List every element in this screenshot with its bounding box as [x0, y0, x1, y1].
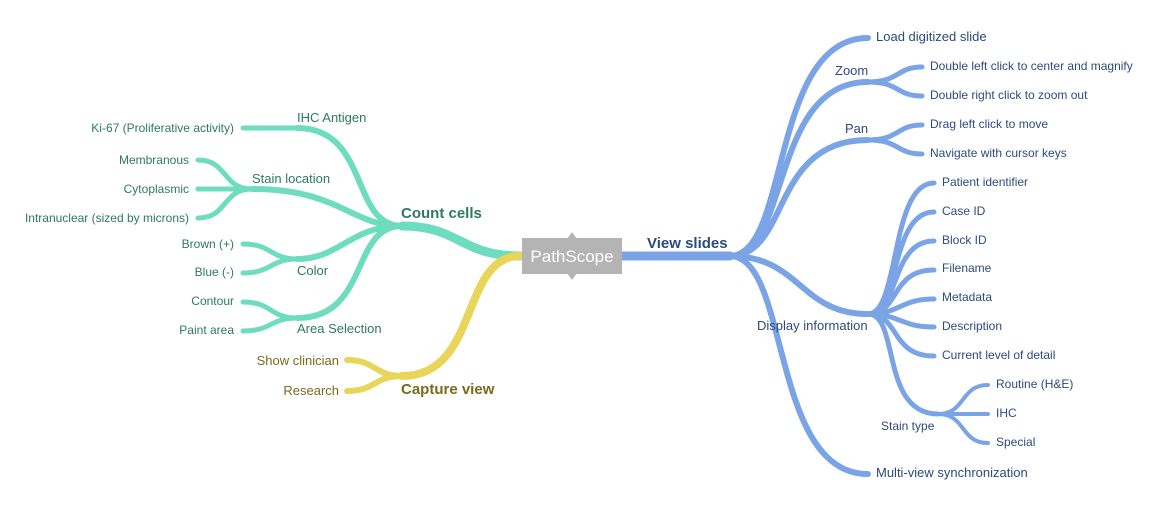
color-item-2[interactable]: Blue (-) — [195, 265, 234, 279]
capture-view-title[interactable]: Capture view — [401, 381, 495, 398]
display-item-7[interactable]: Current level of detail — [942, 348, 1055, 362]
stain-type-item-1[interactable]: Routine (H&E) — [996, 377, 1073, 391]
area-item-2[interactable]: Paint area — [179, 323, 234, 337]
connector-stain-type — [865, 311, 941, 417]
capture-view-branch — [344, 252, 524, 394]
area-item-1[interactable]: Contour — [191, 294, 234, 308]
stain-type-label[interactable]: Stain type — [881, 419, 935, 433]
color-item-1[interactable]: Brown (+) — [182, 237, 234, 251]
capture-item-1[interactable]: Show clinician — [257, 353, 339, 368]
stain-location-item-2[interactable]: Cytoplasmic — [124, 182, 189, 196]
connector-area-item-1 — [240, 299, 300, 321]
view-slides-title[interactable]: View slides — [647, 235, 728, 252]
display-item-2[interactable]: Case ID — [942, 204, 986, 218]
view-slides-branch — [617, 35, 990, 477]
pan-item-1[interactable]: Drag left click to move — [930, 117, 1048, 131]
zoom-item-2[interactable]: Double right click to zoom out — [930, 88, 1088, 102]
connector-stain-location — [249, 186, 405, 229]
connector-display-info — [727, 253, 871, 317]
center-node-label: PathScope — [530, 247, 613, 266]
center-node-box — [522, 238, 622, 274]
color-label[interactable]: Color — [297, 263, 329, 278]
capture-item-2[interactable]: Research — [283, 383, 339, 398]
connector-stain-type-item-3 — [936, 412, 990, 445]
connector-stain-type-item-1 — [936, 383, 990, 416]
connector-sync — [727, 253, 871, 477]
zoom-item-1[interactable]: Double left click to center and magnify — [930, 59, 1133, 73]
center-node-marker-top — [567, 232, 577, 239]
ihc-antigen-label[interactable]: IHC Antigen — [297, 110, 366, 125]
connector-capture-item-2 — [344, 373, 405, 394]
display-item-6[interactable]: Description — [942, 319, 1002, 333]
display-item-1[interactable]: Patient identifier — [942, 175, 1028, 189]
center-node[interactable]: PathScope — [522, 232, 622, 280]
stain-location-item-3[interactable]: Intranuclear (sized by microns) — [25, 211, 189, 225]
pan-label[interactable]: Pan — [845, 121, 868, 136]
load-slide-label[interactable]: Load digitized slide — [876, 29, 987, 44]
connector-zoom-item-2 — [865, 79, 925, 99]
count-cells-title[interactable]: Count cells — [401, 205, 482, 222]
connector-pan-item-2 — [865, 137, 925, 157]
connector-center-count-cells — [397, 221, 525, 261]
connector-stain-location-item-1 — [195, 157, 255, 192]
display-item-4[interactable]: Filename — [942, 261, 992, 275]
connector-pan — [727, 137, 871, 259]
count-cells-branch — [195, 125, 525, 334]
connector-zoom-item-1 — [865, 64, 925, 85]
pan-item-2[interactable]: Navigate with cursor keys — [930, 146, 1067, 160]
connector-color-item-2 — [240, 256, 300, 276]
display-info-label[interactable]: Display information — [757, 318, 868, 333]
connector-area-selection — [294, 223, 405, 321]
center-node-marker-bottom — [567, 273, 577, 280]
connector-color-item-1 — [240, 241, 300, 262]
area-selection-label[interactable]: Area Selection — [297, 321, 382, 336]
sync-label[interactable]: Multi-view synchronization — [876, 465, 1028, 480]
connector-area-item-2 — [240, 315, 300, 334]
stain-type-item-3[interactable]: Special — [996, 435, 1035, 449]
connector-center-capture-view — [398, 252, 524, 380]
stain-location-item-1[interactable]: Membranous — [119, 153, 189, 167]
stain-location-label[interactable]: Stain location — [252, 171, 330, 186]
connector-stain-location-item-3 — [195, 186, 255, 221]
stain-type-item-2[interactable]: IHC — [996, 406, 1017, 420]
connector-pan-item-1 — [865, 122, 925, 143]
display-item-5[interactable]: Metadata — [942, 290, 992, 304]
zoom-label[interactable]: Zoom — [835, 63, 868, 78]
ihc-item-1[interactable]: Ki-67 (Proliferative activity) — [91, 121, 234, 135]
display-item-3[interactable]: Block ID — [942, 233, 987, 247]
